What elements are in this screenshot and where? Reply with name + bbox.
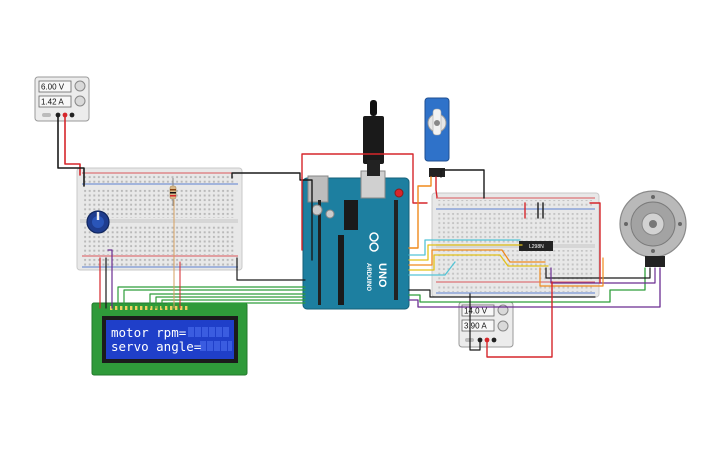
lcd-line-1: motor rpm= [111, 325, 186, 340]
lcd-module: motor rpm= servo angle= [91, 302, 248, 376]
servo-motor [424, 97, 450, 177]
resistor-icon [169, 178, 177, 206]
psu-right-voltage: 14.0 V [464, 307, 488, 316]
dc-motor-icon [619, 190, 687, 267]
psu-right-current: 3.90 A [464, 322, 487, 331]
arduino-brand-label: ARDUINO [365, 263, 371, 291]
motor-driver-chip: L298N [519, 241, 553, 251]
breadboard-right [431, 192, 600, 298]
lcd-line-2: servo angle= [111, 339, 201, 354]
power-supply-right[interactable]: 14.0 V 3.90 A [458, 301, 514, 348]
power-supply-left[interactable]: 6.00 V 1.42 A [34, 76, 90, 122]
potentiometer-icon[interactable] [86, 210, 110, 234]
breadboard-left [76, 167, 243, 271]
dc-power-plug-icon [363, 100, 384, 176]
psu-left-current: 1.42 A [41, 98, 64, 107]
arduino-uno-board: ARDUINO UNO [302, 170, 410, 310]
arduino-logo-icon [369, 232, 379, 252]
arduino-model-label: UNO [376, 263, 388, 288]
driver-chip-label: L298N [529, 244, 544, 250]
psu-left-voltage: 6.00 V [41, 83, 65, 92]
wires [57, 114, 661, 358]
